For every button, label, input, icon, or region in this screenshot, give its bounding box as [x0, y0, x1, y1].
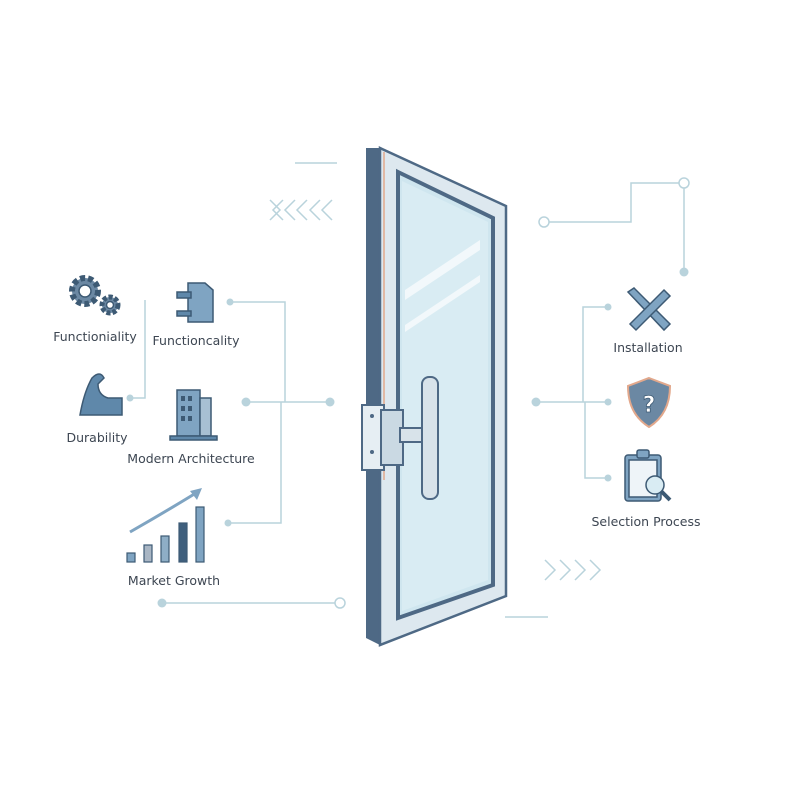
clipboard-search-icon	[624, 449, 672, 502]
label-modern-architecture: Modern Architecture	[127, 451, 255, 466]
label-functionality-1: Functioniality	[53, 329, 137, 344]
label-functionality-2: Functioncality	[152, 333, 240, 348]
label-market-growth: Market Growth	[127, 573, 221, 588]
building-icon	[176, 282, 214, 323]
growth-chart-icon	[126, 488, 205, 563]
tools-icon	[626, 287, 672, 332]
label-selection-process: Selection Process	[591, 514, 701, 529]
door-illustration	[361, 146, 508, 647]
connector-dots	[126, 267, 689, 608]
gears-icon	[69, 275, 121, 316]
label-installation: Installation	[613, 340, 683, 355]
connector-lines	[130, 162, 685, 618]
svg-text:?: ?	[643, 393, 656, 418]
shield-question-icon: ?	[626, 376, 672, 429]
label-durability: Durability	[66, 430, 128, 445]
muscle-arm-icon	[79, 373, 123, 416]
office-building-icon	[169, 389, 218, 441]
